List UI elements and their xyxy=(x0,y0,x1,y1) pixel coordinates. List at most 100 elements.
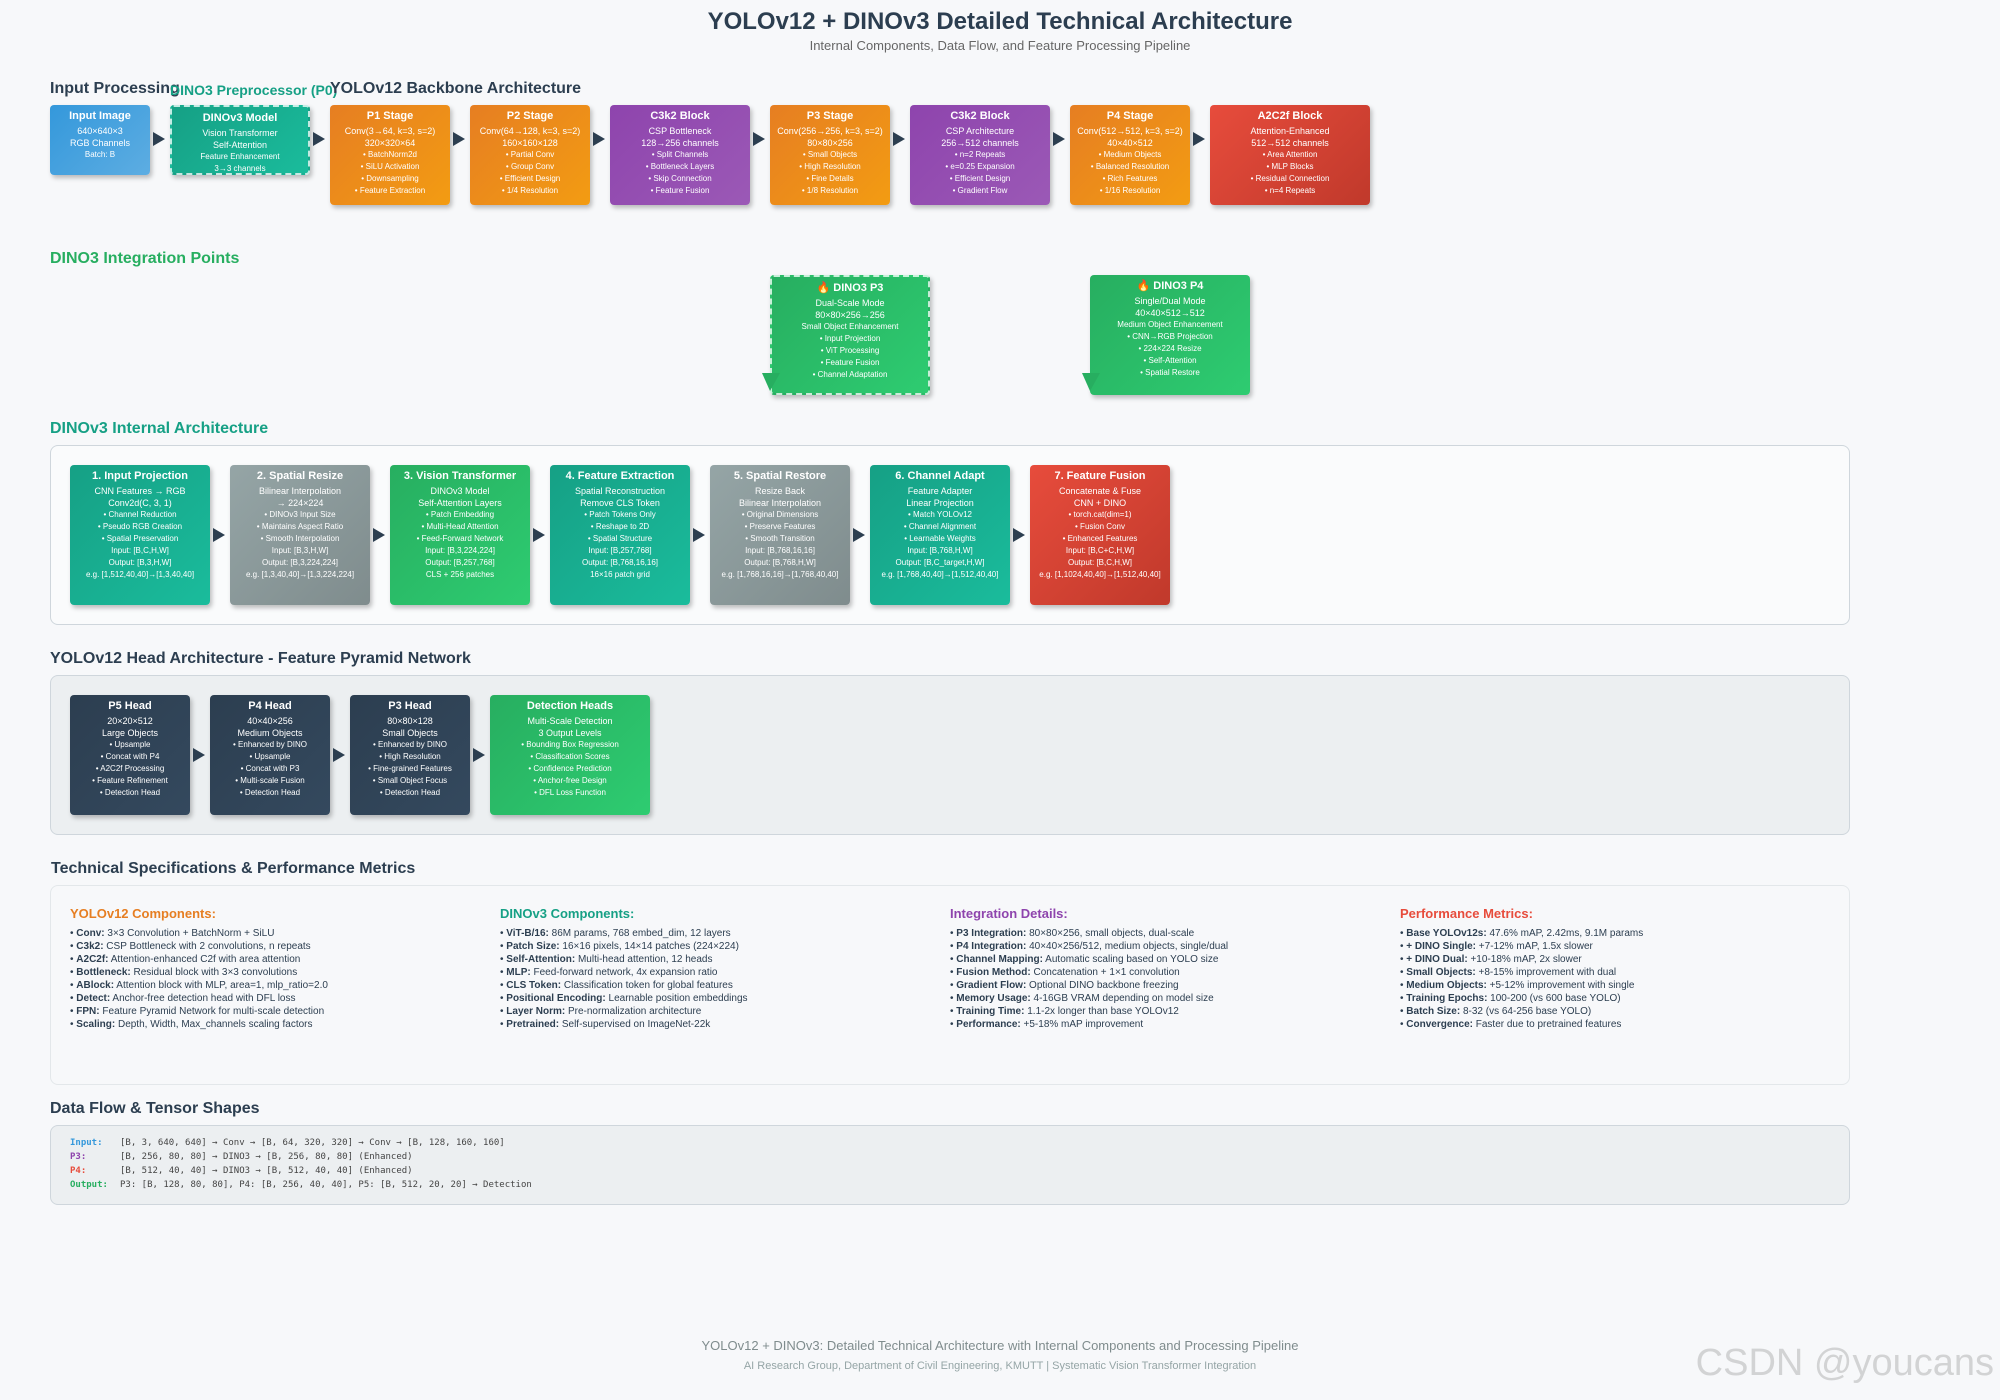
detection-heads-block-line: • Classification Scores xyxy=(530,752,610,761)
spec-item: • C3k2: CSP Bottleneck with 2 convolutio… xyxy=(70,941,311,952)
input-projection-block-line: • Channel Reduction xyxy=(103,510,177,519)
spec-item: • CLS Token: Classification token for gl… xyxy=(500,980,733,991)
backbone-arrow xyxy=(313,132,325,146)
integration-details-heading: Integration Details: xyxy=(950,906,1068,921)
channel-adapt-block-title: 6. Channel Adapt xyxy=(895,470,985,482)
dino3-p4-block-line: Medium Object Enhancement xyxy=(1117,320,1223,329)
p2-stage-block-line: • 1/4 Resolution xyxy=(501,186,559,195)
dino3-p3-block-line: • ViT Processing xyxy=(820,346,880,355)
dinov3-preprocessor-block-title: DINOv3 Model xyxy=(202,112,278,124)
spec-key: Conv: xyxy=(76,928,105,939)
input-image-block-line: 640×640×3 xyxy=(77,126,123,136)
spec-value: +10-18% mAP, 2x slower xyxy=(1467,954,1582,965)
head-arrow xyxy=(333,748,345,762)
c3k2-block-1-line: • Feature Fusion xyxy=(650,186,710,195)
c3k2-block-1-line: • Skip Connection xyxy=(648,174,712,183)
spec-value: +5-12% improvement with single xyxy=(1486,980,1635,991)
spec-item: • Detect: Anchor-free detection head wit… xyxy=(70,993,296,1004)
spec-value: 16×16 pixels, 14×14 patches (224×224) xyxy=(559,941,739,952)
dinov3-components-column: DINOv3 Components:• ViT-B/16: 86M params… xyxy=(500,906,930,1031)
feature-extraction-block-title: 4. Feature Extraction xyxy=(565,470,675,482)
detection-heads-block-line: • Confidence Prediction xyxy=(528,764,612,773)
spec-value: Automatic scaling based on YOLO size xyxy=(1042,954,1219,965)
c3k2-block-2-title: C3k2 Block xyxy=(950,110,1010,122)
spec-item: • Channel Mapping: Automatic scaling bas… xyxy=(950,954,1219,965)
spec-value: 3×3 Convolution + BatchNorm + SiLU xyxy=(104,928,275,939)
p5-head-block-line: • Concat with P4 xyxy=(100,752,160,761)
a2c2f-block-line: • MLP Blocks xyxy=(1266,162,1314,171)
p2-stage-block-title: P2 Stage xyxy=(506,110,554,122)
vision-transformer-block-line: Output: [B,257,768] xyxy=(425,558,495,567)
a2c2f-block-title: A2C2f Block xyxy=(1257,110,1323,122)
spec-value: Classification token for global features xyxy=(561,980,733,991)
spec-key: C3k2: xyxy=(76,941,104,952)
detection-heads-block-line: Multi-Scale Detection xyxy=(527,716,613,726)
detection-heads-block-line: • DFL Loss Function xyxy=(534,788,606,797)
spec-key: Pretrained: xyxy=(506,1019,560,1030)
c3k2-block-1-line: CSP Bottleneck xyxy=(648,126,712,136)
page-subtitle: Internal Components, Data Flow, and Feat… xyxy=(809,38,1191,53)
vision-transformer-block-line: Self-Attention Layers xyxy=(418,498,502,508)
spec-item: • Scaling: Depth, Width, Max_channels sc… xyxy=(70,1019,313,1030)
spec-key: + DINO Single: xyxy=(1406,941,1477,952)
spec-item: • Performance: +5-18% mAP improvement xyxy=(950,1019,1144,1030)
p4-head-block-line: • Upsample xyxy=(249,752,291,761)
feature-fusion-block-line: CNN + DINO xyxy=(1073,498,1127,508)
c3k2-block-1-title: C3k2 Block xyxy=(650,110,710,122)
a2c2f-block-line: 512→512 channels xyxy=(1251,138,1329,148)
dinov3-preprocessor-block-line: Vision Transformer xyxy=(202,128,278,138)
spec-item: • + DINO Single: +7-12% mAP, 1.5x slower xyxy=(1400,941,1593,952)
spec-value: Residual block with 3×3 convolutions xyxy=(130,967,298,978)
spec-value: +5-18% mAP improvement xyxy=(1020,1019,1144,1030)
dinov3-preprocessor-block-line: Self-Attention xyxy=(212,140,268,150)
spatial-resize-block-line: • Smooth Interpolation xyxy=(260,534,340,543)
dino3-p4-block-line: • Self-Attention xyxy=(1143,356,1197,365)
vision-transformer-block-line: • Patch Embedding xyxy=(425,510,495,519)
section-specs: Technical Specifications & Performance M… xyxy=(51,860,416,877)
yolov12-components-heading: YOLOv12 Components: xyxy=(70,906,216,921)
detection-heads-block-line: • Anchor-free Design xyxy=(533,776,607,785)
spec-value: 100-200 (vs 600 base YOLO) xyxy=(1487,993,1621,1004)
p4-head-block-line: • Multi-scale Fusion xyxy=(235,776,305,785)
backbone-arrow xyxy=(153,132,165,146)
spec-key: Scaling: xyxy=(76,1019,116,1030)
backbone-arrow xyxy=(453,132,465,146)
p1-stage-block-line: • SiLU Activation xyxy=(360,162,420,171)
spec-value: Learnable position embeddings xyxy=(605,993,748,1004)
a2c2f-block-line: • Residual Connection xyxy=(1250,174,1330,183)
dino-internal-arrow xyxy=(853,528,865,542)
spec-item: • FPN: Feature Pyramid Network for multi… xyxy=(70,1006,325,1017)
dataflow-label: Input: xyxy=(70,1138,103,1148)
detection-heads-block-line: 3 Output Levels xyxy=(538,728,602,738)
p3-stage-block-line: • 1/8 Resolution xyxy=(801,186,859,195)
dino3-p3-block-line: Dual-Scale Mode xyxy=(815,298,885,308)
spec-item: • ABlock: Attention block with MLP, area… xyxy=(70,980,328,991)
c3k2-block-2-line: • n=2 Repeats xyxy=(954,150,1006,159)
p1-stage-block-line: Conv(3→64, k=3, s=2) xyxy=(344,126,436,136)
vision-transformer-block-line: DINOv3 Model xyxy=(430,486,490,496)
footer-affiliation: AI Research Group, Department of Civil E… xyxy=(743,1360,1257,1372)
dataflow-text: [B, 256, 80, 80] → DINO3 → [B, 256, 80, … xyxy=(120,1152,413,1162)
backbone-arrow xyxy=(1193,132,1205,146)
dino-internal-arrow xyxy=(213,528,225,542)
section-input-processing: Input Processing xyxy=(50,80,180,97)
p5-head-block-line: • A2C2f Processing xyxy=(95,764,165,773)
c3k2-block-2-line: • e=0.25 Expansion xyxy=(945,162,1015,171)
p1-stage-block-line: • BatchNorm2d xyxy=(363,150,417,159)
dino-internal-arrow xyxy=(533,528,545,542)
performance-metrics-column: Performance Metrics:• Base YOLOv12s: 47.… xyxy=(1400,906,1830,1031)
c3k2-block-2-line: • Efficient Design xyxy=(949,174,1011,183)
dino3-p3-block-title: 🔥 DINO3 P3 xyxy=(816,282,884,294)
p4-head-block-line: Medium Objects xyxy=(237,728,303,738)
input-projection-block-title: 1. Input Projection xyxy=(92,470,188,482)
backbone-arrow xyxy=(893,132,905,146)
a2c2f-block-line: Attention-Enhanced xyxy=(1250,126,1330,136)
spec-key: CLS Token: xyxy=(506,980,562,991)
spatial-resize-block-line: • DINOv3 Input Size xyxy=(264,510,336,519)
spec-value: 86M params, 768 embed_dim, 12 layers xyxy=(548,928,731,939)
